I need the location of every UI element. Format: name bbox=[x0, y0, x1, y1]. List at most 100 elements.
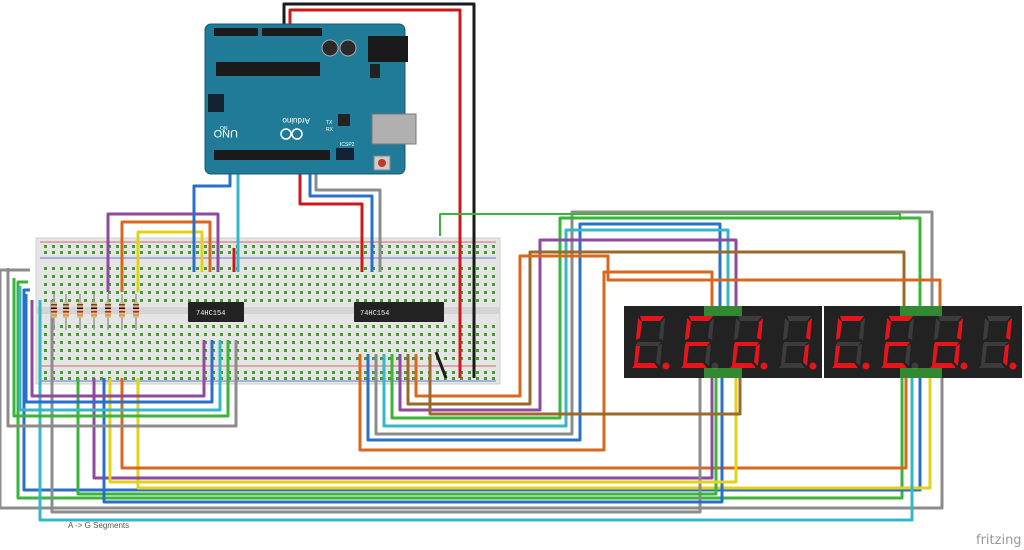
segment-c bbox=[954, 344, 960, 366]
digit bbox=[930, 316, 968, 370]
digital-header bbox=[214, 150, 330, 160]
segment-d bbox=[930, 363, 956, 368]
infinity-logo bbox=[280, 128, 292, 140]
segment-a bbox=[738, 316, 762, 321]
segment-g bbox=[885, 342, 910, 346]
chip-74hc154-right: 74HC154 bbox=[354, 302, 444, 322]
wire-gray-bottom bbox=[0, 268, 944, 510]
segment-dp bbox=[662, 362, 670, 370]
wire-yellow-bottom bbox=[136, 378, 932, 490]
wire-red-power bbox=[288, 8, 462, 378]
seven-segment-display-right bbox=[824, 306, 1022, 378]
segment-f bbox=[636, 318, 642, 340]
segment-b bbox=[757, 318, 763, 340]
fritzing-logo: fritzing bbox=[976, 533, 1022, 548]
segment-g bbox=[636, 342, 661, 346]
segment-f bbox=[783, 318, 789, 340]
segment-a bbox=[938, 316, 962, 321]
segment-g bbox=[934, 342, 959, 346]
digit bbox=[832, 316, 870, 370]
segment-g bbox=[836, 342, 861, 346]
segment-e bbox=[981, 344, 987, 366]
wire-cyan-left bbox=[18, 286, 222, 412]
segment-f bbox=[734, 318, 740, 340]
segment-g bbox=[685, 342, 710, 346]
icsp-label: ICSP2 bbox=[340, 142, 355, 148]
wire-purple-top bbox=[106, 212, 220, 292]
uno-logo-text: UNO bbox=[213, 127, 238, 139]
microcontroller bbox=[216, 62, 320, 76]
segment-d bbox=[832, 363, 858, 368]
wire-orange-top bbox=[120, 220, 212, 292]
segment-b bbox=[806, 318, 812, 340]
segment-f bbox=[983, 318, 989, 340]
wire-gray-bottom2 bbox=[50, 300, 702, 514]
arduino-logo-text: Arduino bbox=[282, 116, 310, 125]
on-label: ON bbox=[220, 126, 228, 132]
capacitor bbox=[321, 39, 339, 57]
segment-d bbox=[779, 363, 805, 368]
rx-label: RX bbox=[326, 127, 334, 133]
wire-green-d5 bbox=[390, 216, 922, 420]
segment-dp bbox=[862, 362, 870, 370]
segment-e bbox=[834, 344, 840, 366]
segment-a bbox=[787, 316, 811, 321]
resistor bbox=[91, 294, 97, 330]
segment-dp bbox=[960, 362, 968, 370]
power-jack bbox=[368, 36, 408, 62]
resistor bbox=[51, 294, 57, 330]
wire-blue-bottom bbox=[22, 288, 922, 492]
digit bbox=[779, 316, 817, 370]
segment-c bbox=[905, 344, 911, 366]
regulator bbox=[370, 64, 380, 78]
chip-label: 74HC154 bbox=[360, 310, 389, 318]
wire-blue-d2 bbox=[366, 222, 722, 442]
wire-orange-d1 bbox=[358, 270, 714, 452]
segment-f bbox=[685, 318, 691, 340]
display-pin-highlights bbox=[704, 306, 942, 378]
wire-gray-arduino2 bbox=[314, 172, 382, 272]
wire-orange-bottom bbox=[120, 378, 908, 470]
segment-b bbox=[659, 318, 665, 340]
wire-purple-left bbox=[30, 300, 206, 398]
segment-dp bbox=[760, 362, 768, 370]
segment-a bbox=[840, 316, 864, 321]
led-chip bbox=[338, 114, 350, 126]
segment-d bbox=[979, 363, 1005, 368]
digit bbox=[681, 316, 719, 370]
segment-g bbox=[783, 342, 808, 346]
segment-g bbox=[734, 342, 759, 346]
wire-yellow-bottom2 bbox=[108, 378, 738, 484]
digit bbox=[881, 316, 919, 370]
segment-f bbox=[934, 318, 940, 340]
segment-dp bbox=[711, 362, 719, 370]
segment-d bbox=[681, 363, 707, 368]
resistor bbox=[119, 294, 125, 330]
segment-a bbox=[640, 316, 664, 321]
segment-b bbox=[1006, 318, 1012, 340]
wire-orange-d8 bbox=[414, 254, 942, 398]
chip-74hc154-left: 74HC154 bbox=[188, 302, 244, 322]
segment-a bbox=[689, 316, 713, 321]
segment-b bbox=[708, 318, 714, 340]
capacitor bbox=[339, 39, 357, 57]
segment-c bbox=[705, 344, 711, 366]
segment-e bbox=[932, 344, 938, 366]
wire-red-arduino bbox=[298, 172, 364, 272]
wire-green-left bbox=[12, 278, 230, 418]
wire-brown-seg bbox=[428, 354, 742, 416]
wire-brown-d7 bbox=[406, 250, 906, 406]
wire-blue-left bbox=[24, 294, 214, 404]
segment-d bbox=[881, 363, 907, 368]
segment-g bbox=[983, 342, 1008, 346]
wire-black-diag bbox=[434, 351, 448, 379]
segment-d bbox=[730, 363, 756, 368]
arduino-uno-board: UNO Arduino ICSP2 TX RX ON bbox=[204, 23, 417, 175]
digit bbox=[730, 316, 768, 370]
wire-green-seg2 bbox=[439, 213, 901, 236]
icsp-header bbox=[208, 94, 224, 112]
wire-purple-bottom bbox=[92, 378, 714, 480]
segment-dp bbox=[911, 362, 919, 370]
power-header bbox=[262, 28, 322, 36]
segment-d bbox=[632, 363, 658, 368]
